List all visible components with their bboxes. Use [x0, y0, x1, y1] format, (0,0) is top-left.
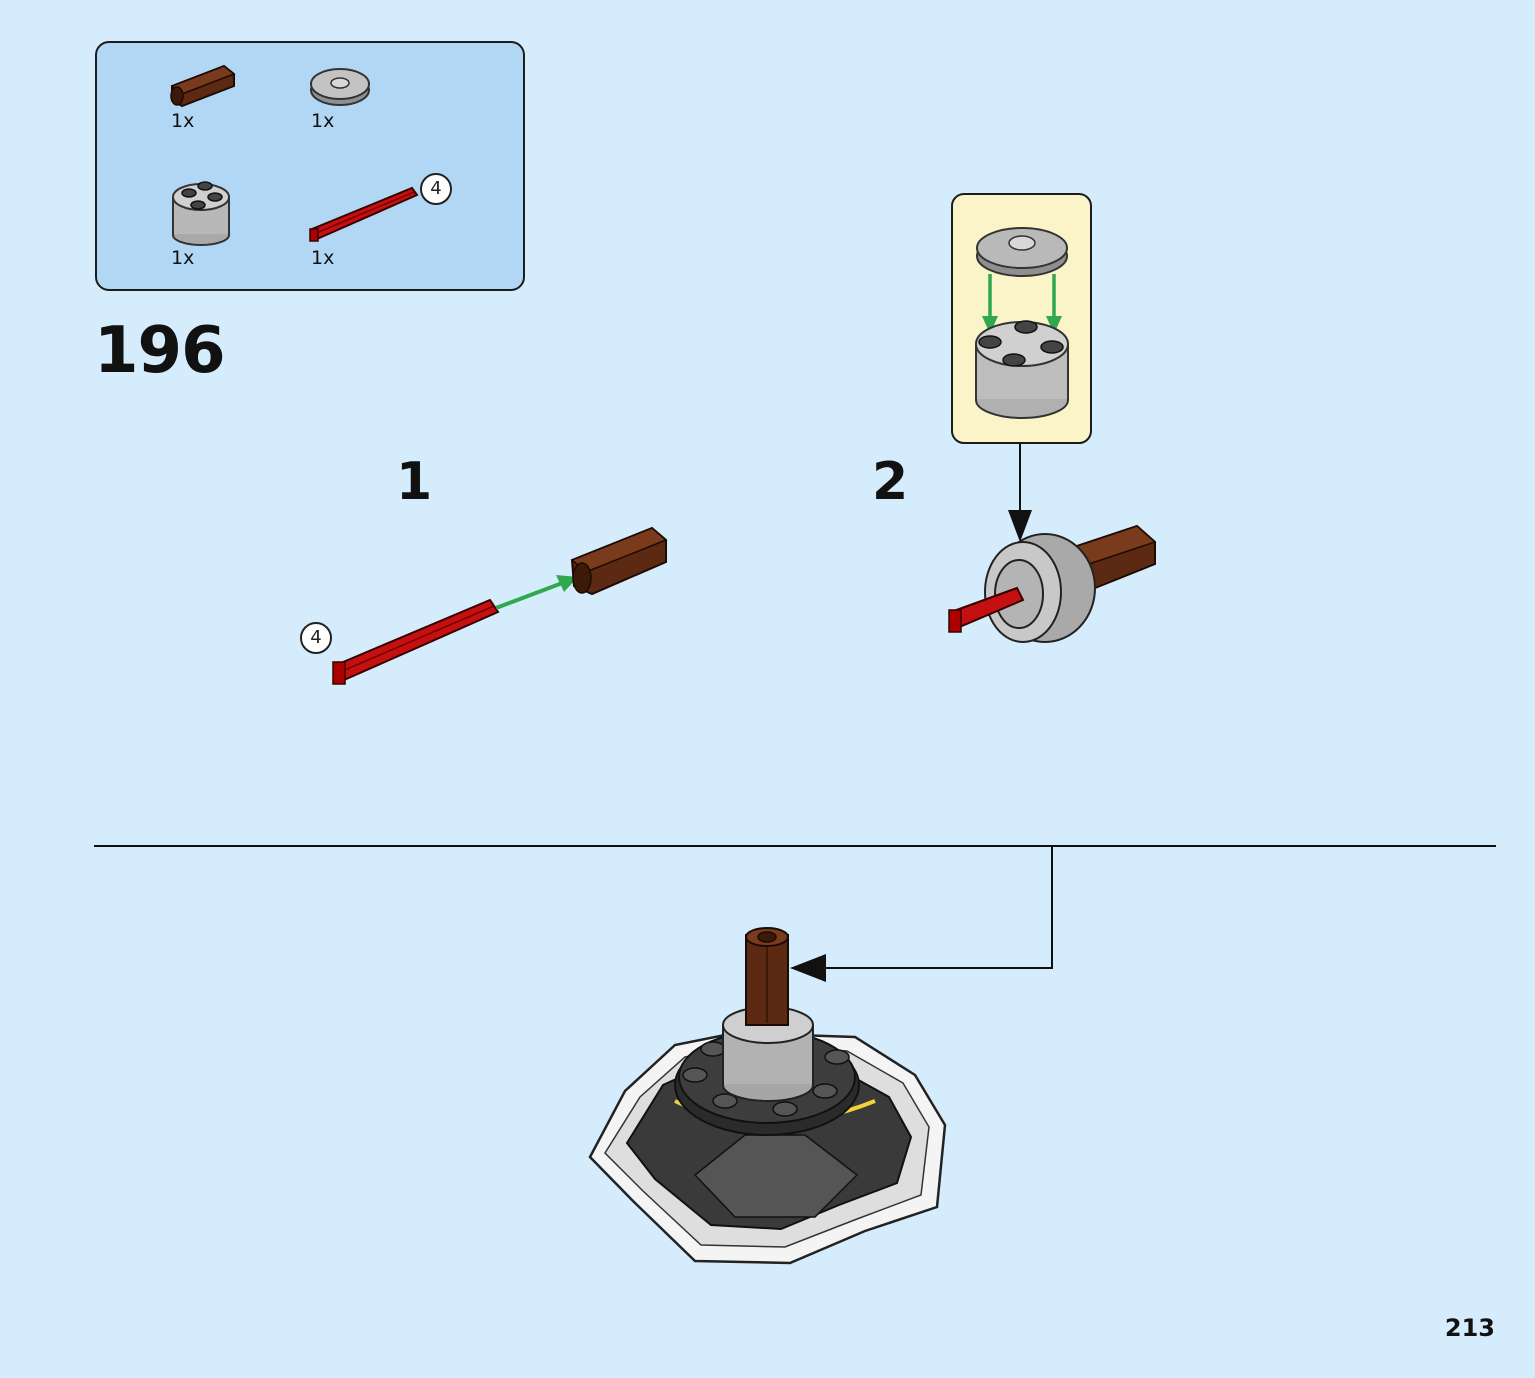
substep-label: 1	[396, 452, 433, 512]
red-axle-4-icon	[309, 186, 419, 242]
page-number: 213	[1444, 1314, 1495, 1342]
substep-2-illustration	[948, 524, 1157, 643]
main-assembly-illustration	[588, 927, 947, 1265]
part-qty: 1x	[311, 247, 335, 269]
part-qty: 1x	[171, 247, 195, 269]
parts-list-box	[95, 41, 525, 291]
part-qty: 1x	[171, 110, 195, 132]
axle-length-badge: 4	[420, 173, 452, 205]
part-qty: 1x	[311, 110, 335, 132]
brown-axle-connector-icon	[170, 64, 236, 108]
callout-arrow	[1008, 444, 1032, 542]
callout-illustration	[975, 227, 1069, 419]
step-separator	[94, 845, 1496, 982]
substep-1-illustration	[332, 526, 668, 685]
substep-label: 2	[872, 452, 909, 512]
round-tile-with-hole-icon	[310, 68, 370, 106]
axle-length-badge: 4	[300, 622, 332, 654]
round-brick-2x2-icon	[172, 181, 230, 246]
step-number: 196	[94, 314, 226, 388]
